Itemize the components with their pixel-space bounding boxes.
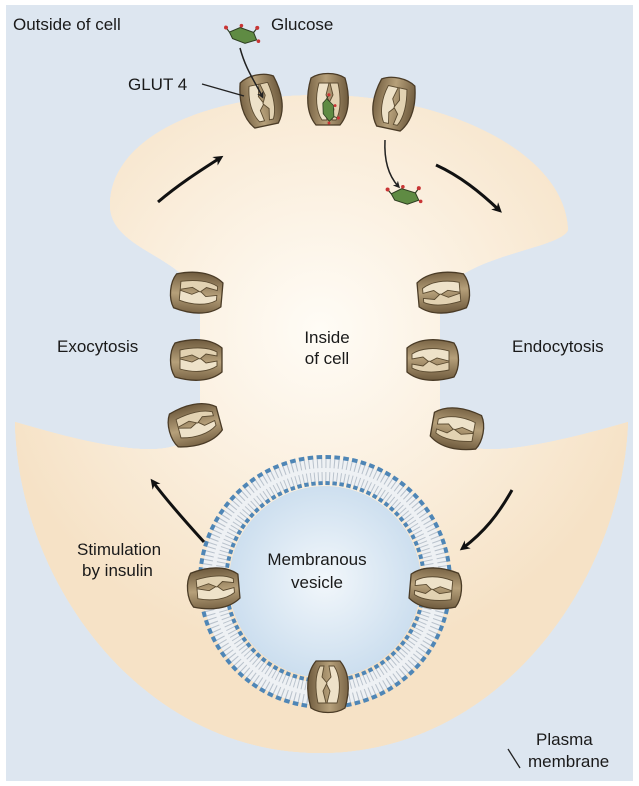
glut4-label: GLUT 4	[128, 75, 187, 94]
plasma-membrane-label-line2: membrane	[528, 752, 609, 771]
glut4-transporter-icon	[308, 661, 349, 713]
glut4-transporter-icon	[416, 270, 471, 315]
plasma-membrane-label-line1: Plasma	[536, 730, 593, 749]
stimulation-label-line2: by insulin	[82, 561, 153, 580]
glut4-transporter-icon	[169, 270, 224, 315]
inside-of-cell-label-line1: Inside	[304, 328, 349, 347]
glut4-transporter-icon	[408, 566, 463, 611]
glucose-label: Glucose	[271, 15, 333, 34]
glut4-transporter-icon	[171, 340, 223, 381]
endocytosis-label: Endocytosis	[512, 337, 604, 356]
stimulation-label-line1: Stimulation	[77, 540, 161, 559]
glut4-transporter-icon	[407, 340, 459, 381]
glut4-transporter-icon	[186, 566, 241, 611]
vesicle-label-line2: vesicle	[291, 573, 343, 592]
vesicle-label-line1: Membranous	[267, 550, 366, 569]
outside-of-cell-label: Outside of cell	[13, 15, 121, 34]
exocytosis-label: Exocytosis	[57, 337, 138, 356]
inside-of-cell-label-line2: of cell	[305, 349, 349, 368]
